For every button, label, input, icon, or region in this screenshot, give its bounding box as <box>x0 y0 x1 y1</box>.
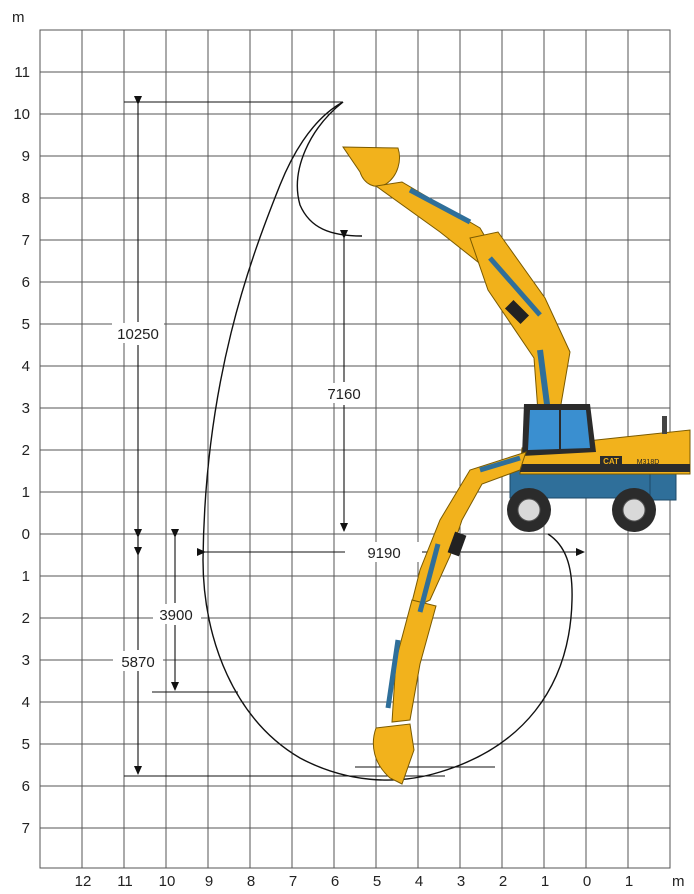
dim-max-reach-height: 10250 <box>117 326 159 343</box>
y-tick-label: 7 <box>22 232 30 249</box>
x-tick-label: 12 <box>75 873 92 890</box>
y-tick-label: 1 <box>22 568 30 585</box>
dim-max-dump-height: 7160 <box>327 386 360 403</box>
excavator-body: CAT M318D <box>507 404 691 532</box>
y-tick-label: 3 <box>22 652 30 669</box>
dimension-lines <box>124 96 585 777</box>
working-envelope-curve <box>202 101 573 781</box>
label-bg <box>318 383 370 403</box>
x-tick-label: 11 <box>117 873 133 890</box>
y-tick-label: 7 <box>22 820 30 837</box>
upper-arm-illustration <box>342 146 571 413</box>
inner-dump-curve <box>296 101 363 237</box>
brand-logo: CAT <box>603 457 619 466</box>
x-tick-label: 1 <box>541 873 549 890</box>
x-tick-label: 0 <box>583 873 591 890</box>
dim-max-reach-ground: 9190 <box>367 545 400 562</box>
x-tick-label: 6 <box>331 873 339 890</box>
lower-bucket <box>372 723 415 785</box>
label-bg <box>153 604 201 624</box>
model-label: M318D <box>637 459 660 466</box>
y-tick-label: 5 <box>22 316 30 333</box>
x-unit-label: m <box>672 873 685 890</box>
y-tick-label: 6 <box>22 778 30 795</box>
dim-max-dig-depth-vertical-wall: 3900 <box>159 607 192 624</box>
upper-bucket <box>342 146 400 187</box>
y-tick-label: 11 <box>14 64 30 81</box>
y-tick-label: 3 <box>22 400 30 417</box>
lower-boom <box>409 451 527 611</box>
y-tick-label: 4 <box>22 694 30 711</box>
y-tick-label: 2 <box>22 610 30 627</box>
y-tick-label: 9 <box>22 148 30 165</box>
x-tick-label: 5 <box>373 873 381 890</box>
x-tick-label: 9 <box>205 873 213 890</box>
x-tick-label: 3 <box>457 873 465 890</box>
y-tick-label: 8 <box>22 190 30 207</box>
lower-arm-illustration <box>372 451 527 785</box>
y-tick-label: 4 <box>22 358 30 375</box>
label-bg <box>112 323 164 343</box>
y-tick-label: 10 <box>13 106 30 123</box>
front-wheel <box>507 488 551 532</box>
rear-wheel <box>612 488 656 532</box>
label-bg <box>113 651 163 671</box>
y-unit-label: m <box>12 9 25 26</box>
y-tick-label: 6 <box>22 274 30 291</box>
x-tick-label: 7 <box>289 873 297 890</box>
x-tick-label: 10 <box>159 873 176 890</box>
x-tick-label: 2 <box>499 873 507 890</box>
y-tick-label: 1 <box>22 484 30 501</box>
x-tick-label: 1 <box>625 873 633 890</box>
label-bg <box>348 542 420 562</box>
y-tick-label: 5 <box>22 736 30 753</box>
dim-max-dig-depth: 5870 <box>121 654 154 671</box>
y-tick-label: 2 <box>22 442 30 459</box>
y-tick-label: 0 <box>22 526 30 543</box>
x-tick-label: 4 <box>415 873 423 890</box>
x-tick-label: 8 <box>247 873 255 890</box>
